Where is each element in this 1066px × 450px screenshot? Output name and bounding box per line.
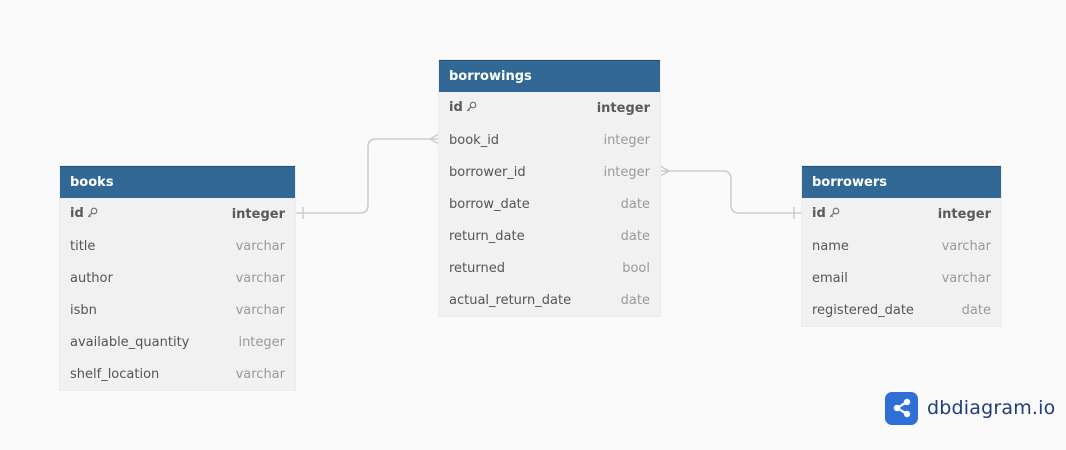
field-name: return_date bbox=[449, 228, 525, 244]
field-row-returned[interactable]: returned bool bbox=[439, 252, 660, 284]
field-name: registered_date bbox=[812, 302, 914, 318]
field-row-id[interactable]: id integer bbox=[60, 198, 295, 230]
field-type: integer bbox=[603, 132, 650, 148]
field-row-id[interactable]: id integer bbox=[802, 198, 1001, 230]
field-name-group: id bbox=[449, 100, 477, 116]
field-type: varchar bbox=[235, 302, 285, 318]
field-type: bool bbox=[622, 260, 650, 276]
field-row-title[interactable]: title varchar bbox=[60, 230, 295, 262]
key-icon bbox=[87, 207, 98, 222]
field-row-email[interactable]: email varchar bbox=[802, 262, 1001, 294]
field-name-group: return_date bbox=[449, 229, 525, 244]
field-name: author bbox=[70, 270, 113, 286]
field-name: email bbox=[812, 270, 848, 286]
field-row-isbn[interactable]: isbn varchar bbox=[60, 294, 295, 326]
field-row-borrow-date[interactable]: borrow_date date bbox=[439, 188, 660, 220]
field-name: id bbox=[70, 206, 84, 221]
field-row-available-quantity[interactable]: available_quantity integer bbox=[60, 326, 295, 358]
field-row-author[interactable]: author varchar bbox=[60, 262, 295, 294]
key-icon bbox=[829, 207, 840, 222]
field-name: isbn bbox=[70, 302, 97, 318]
field-name-group: title bbox=[70, 239, 95, 254]
field-name-group: book_id bbox=[449, 133, 499, 148]
field-name-group: actual_return_date bbox=[449, 293, 571, 308]
brand-name: dbdiagram.io bbox=[927, 397, 1056, 419]
table-header[interactable]: books bbox=[60, 166, 295, 198]
field-name: name bbox=[812, 238, 849, 254]
field-type: integer bbox=[596, 100, 650, 116]
field-name-group: registered_date bbox=[812, 303, 914, 318]
share-nodes-icon bbox=[885, 391, 918, 425]
field-row-shelf-location[interactable]: shelf_location varchar bbox=[60, 358, 295, 390]
field-name: title bbox=[70, 238, 96, 254]
table-borrowers[interactable]: borrowers id integer name varchar email varch… bbox=[802, 166, 1001, 326]
field-row-book-id[interactable]: book_id integer bbox=[439, 124, 660, 156]
field-type: date bbox=[620, 196, 650, 212]
field-type: integer bbox=[603, 164, 650, 180]
field-row-registered-date[interactable]: registered_date date bbox=[802, 294, 1001, 326]
table-header[interactable]: borrowers bbox=[802, 166, 1001, 198]
brand-logo[interactable]: dbdiagram.io bbox=[885, 391, 1055, 425]
field-row-actual-return-date[interactable]: actual_return_date date bbox=[439, 284, 660, 316]
field-name-group: isbn bbox=[70, 303, 97, 318]
field-name-group: borrow_date bbox=[449, 197, 530, 212]
field-type: date bbox=[961, 302, 991, 318]
field-name: id bbox=[449, 100, 463, 115]
field-name-group: author bbox=[70, 271, 113, 286]
field-name: available_quantity bbox=[70, 334, 190, 350]
field-name-group: available_quantity bbox=[70, 335, 189, 350]
relation-books-borrowings[interactable] bbox=[295, 133, 440, 219]
field-type: integer bbox=[238, 334, 285, 350]
field-name-group: name bbox=[812, 239, 849, 254]
key-icon bbox=[466, 101, 477, 116]
field-name: actual_return_date bbox=[449, 292, 572, 308]
field-type: integer bbox=[937, 206, 991, 222]
field-name-group: returned bbox=[449, 261, 505, 276]
field-name-group: shelf_location bbox=[70, 367, 159, 382]
field-type: date bbox=[620, 228, 650, 244]
relation-borrowers-borrowings[interactable] bbox=[659, 165, 802, 219]
field-type: varchar bbox=[235, 270, 285, 286]
field-name-group: id bbox=[812, 206, 840, 222]
field-name-group: borrower_id bbox=[449, 165, 526, 180]
field-type: date bbox=[620, 292, 650, 308]
field-type: varchar bbox=[941, 238, 991, 254]
field-type: integer bbox=[231, 206, 285, 222]
field-row-id[interactable]: id integer bbox=[439, 92, 660, 124]
field-name-group: email bbox=[812, 271, 848, 286]
field-row-return-date[interactable]: return_date date bbox=[439, 220, 660, 252]
field-name: borrow_date bbox=[449, 196, 530, 212]
field-name-group: id bbox=[70, 206, 98, 222]
field-name: shelf_location bbox=[70, 366, 160, 382]
field-name: book_id bbox=[449, 132, 500, 148]
field-name: returned bbox=[449, 260, 505, 276]
field-type: varchar bbox=[235, 238, 285, 254]
table-books[interactable]: books id integer title varchar author varchar… bbox=[60, 166, 295, 390]
field-type: varchar bbox=[235, 366, 285, 382]
field-name: borrower_id bbox=[449, 164, 526, 180]
field-name: id bbox=[812, 206, 826, 221]
field-row-name[interactable]: name varchar bbox=[802, 230, 1001, 262]
field-type: varchar bbox=[941, 270, 991, 286]
table-header[interactable]: borrowings bbox=[439, 60, 660, 92]
field-row-borrower-id[interactable]: borrower_id integer bbox=[439, 156, 660, 188]
